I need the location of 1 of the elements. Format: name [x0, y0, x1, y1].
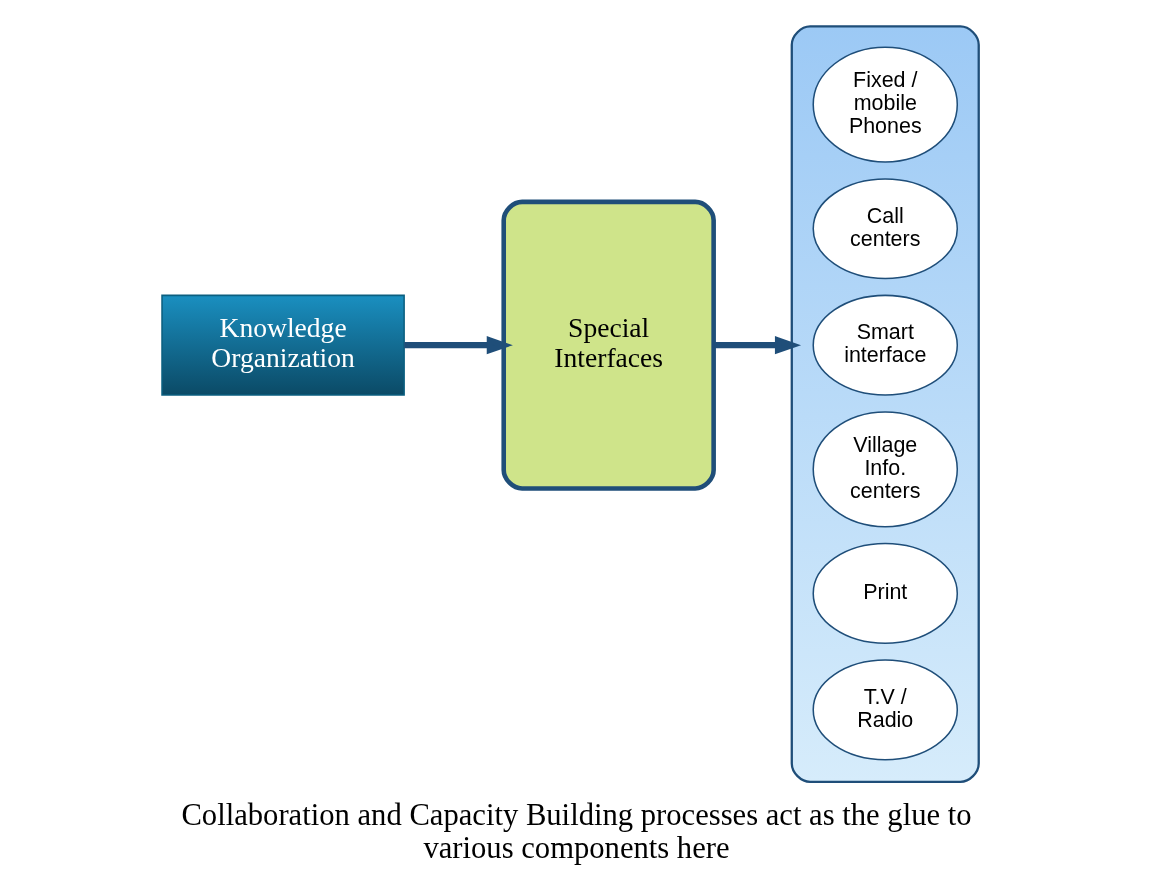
- caption: Collaboration and Capacity Building processes act as the glue to various components here: [181, 797, 972, 866]
